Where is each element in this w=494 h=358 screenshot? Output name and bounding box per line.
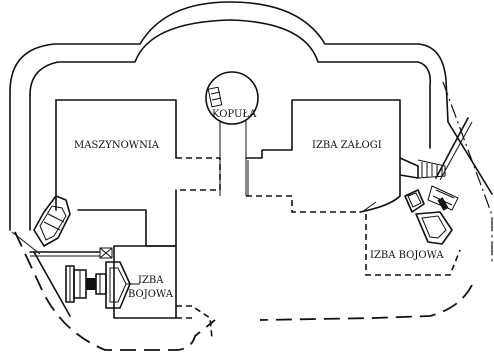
outer-boundary-right-bottom xyxy=(259,284,473,321)
label-izba-zalogi: IZBA ZAŁOGI xyxy=(312,140,382,151)
left-lower-wall-2 xyxy=(11,231,41,255)
maszynownia-partition-dashed xyxy=(176,157,221,191)
dome-kopula xyxy=(205,71,259,125)
outer-boundary-right xyxy=(442,81,493,262)
left-lower-wall xyxy=(33,251,71,317)
label-maszynownia: MASZYNOWNIA xyxy=(74,140,160,151)
label-izba-bojowa-left-1: IZBA xyxy=(138,275,164,286)
outer-boundary-bottom xyxy=(14,231,216,351)
room-izba-zalogi xyxy=(245,99,401,159)
izba-zalogi-lower xyxy=(359,174,401,213)
room-maszynownia-bottom xyxy=(77,189,177,247)
inner-wall-left xyxy=(29,19,432,149)
periscope-detail-1 xyxy=(210,91,221,95)
label-kopula: KOPUŁA xyxy=(212,109,257,120)
room-izba-bojowa-right xyxy=(365,214,461,276)
izba-zalogi-partition-dashed xyxy=(246,195,360,213)
gun-assembly-left xyxy=(29,195,140,309)
label-izba-bojowa-right: IZBA BOJOWA xyxy=(370,250,444,261)
gun-assembly-right xyxy=(361,117,473,245)
periscope-detail-2 xyxy=(211,97,222,101)
label-izba-bojowa-left-2: BOJOWA xyxy=(128,289,174,300)
room-maszynownia xyxy=(55,99,177,159)
outer-wall xyxy=(9,1,493,231)
izba-bojowa-left-connector xyxy=(176,305,213,339)
periscope-icon xyxy=(207,86,223,108)
